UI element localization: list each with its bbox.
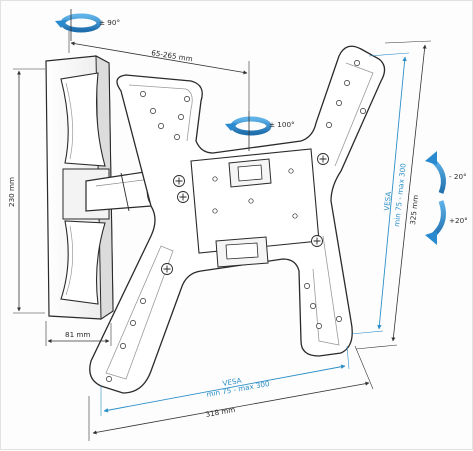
hole [248, 198, 254, 204]
screw-left-mid [177, 191, 189, 203]
mounting-screws [161, 153, 329, 275]
hole [316, 323, 322, 329]
label-rot-100: ± 100° [269, 120, 295, 129]
hole [106, 376, 112, 382]
label-width-318: 318 mm [205, 405, 236, 419]
hole [174, 134, 180, 140]
label-height-325: 325 mm [408, 194, 420, 225]
screw-top-right [317, 153, 329, 165]
hole [140, 298, 146, 304]
label-depth-81: 81 mm [65, 330, 90, 339]
hole [326, 122, 332, 128]
screw-bottom-left [161, 263, 173, 275]
wall-plate [45, 55, 114, 320]
hole [344, 80, 350, 86]
vesa-plate [89, 45, 386, 394]
hole [336, 100, 342, 106]
hole [140, 91, 146, 97]
label-arm-range: 65-265 mm [151, 48, 194, 63]
label-vesa-v-title: VESA [382, 191, 393, 211]
hole [288, 168, 294, 174]
curved-tilt-arrow-icon [425, 151, 446, 194]
label-tilt-up: - 20° [449, 172, 467, 181]
vesa-dimension-lines [100, 52, 410, 416]
hole [120, 343, 126, 349]
screw-bottom-right [311, 235, 323, 247]
hole [130, 320, 136, 326]
hole [304, 283, 310, 289]
hole [354, 60, 360, 66]
hole [158, 123, 164, 129]
plate-holes [106, 60, 366, 382]
label-tilt-down: +20° [449, 216, 468, 225]
label-vesa-h-title: VESA [222, 376, 242, 388]
hole [336, 316, 342, 322]
circular-rotation-arrow-icon [55, 9, 102, 41]
label-rot-90: ± 90° [99, 18, 120, 27]
hole [178, 114, 184, 120]
hole [292, 213, 298, 219]
curved-tilt-arrow-icon [425, 200, 446, 245]
hole [360, 108, 366, 114]
hole [212, 208, 218, 214]
hole [184, 96, 190, 102]
label-height-230: 230 mm [7, 177, 16, 207]
hole [310, 303, 316, 309]
screw-top-left [173, 175, 185, 187]
hole [150, 108, 156, 114]
circular-rotation-arrow-icon [225, 111, 272, 151]
hole [212, 176, 218, 182]
